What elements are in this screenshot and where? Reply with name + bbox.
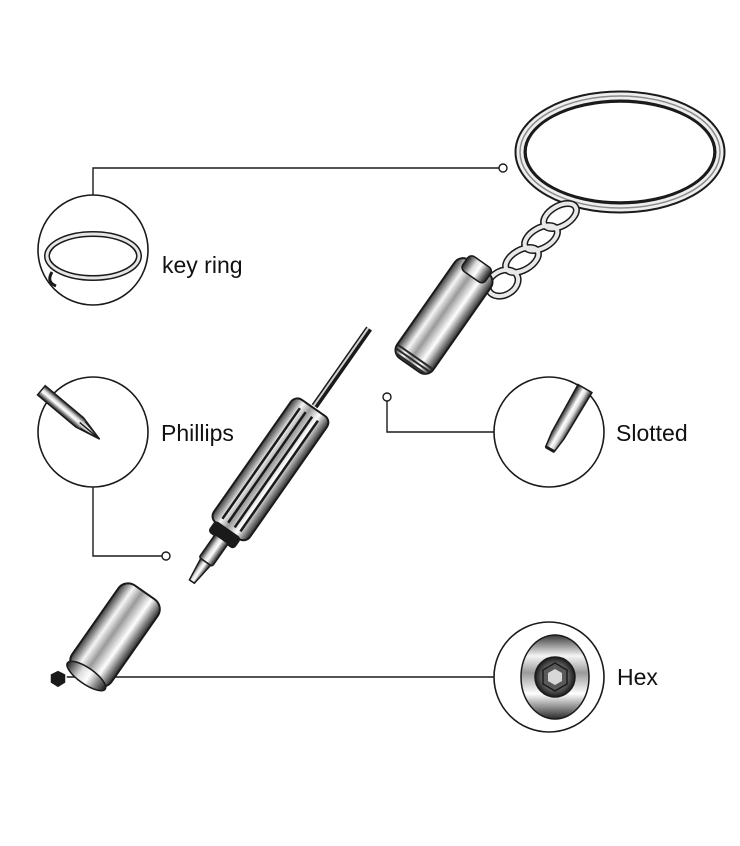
handle (188, 326, 372, 585)
inset-phillips (36, 376, 149, 488)
slotted-label: Slotted (616, 420, 688, 446)
inset-slotted (493, 376, 605, 488)
slotted-leader-dot (382, 392, 392, 402)
cap (394, 255, 494, 375)
key-ring-label: key ring (162, 252, 243, 278)
slotted-leader (386, 400, 497, 433)
phillips-leader (92, 486, 162, 557)
inset-hex (493, 621, 605, 733)
key-ring (514, 90, 726, 214)
phillips-label: Phillips (161, 420, 234, 446)
key-ring-leader-dot (498, 163, 508, 173)
key-ring-leader (92, 167, 500, 196)
hex-label: Hex (617, 664, 658, 690)
hex-socket (49, 669, 67, 689)
inset-key-ring (37, 194, 149, 306)
chain (484, 200, 580, 300)
leader-lines (64, 163, 508, 678)
hex-bit (66, 582, 161, 692)
phillips-leader-dot (161, 551, 171, 561)
